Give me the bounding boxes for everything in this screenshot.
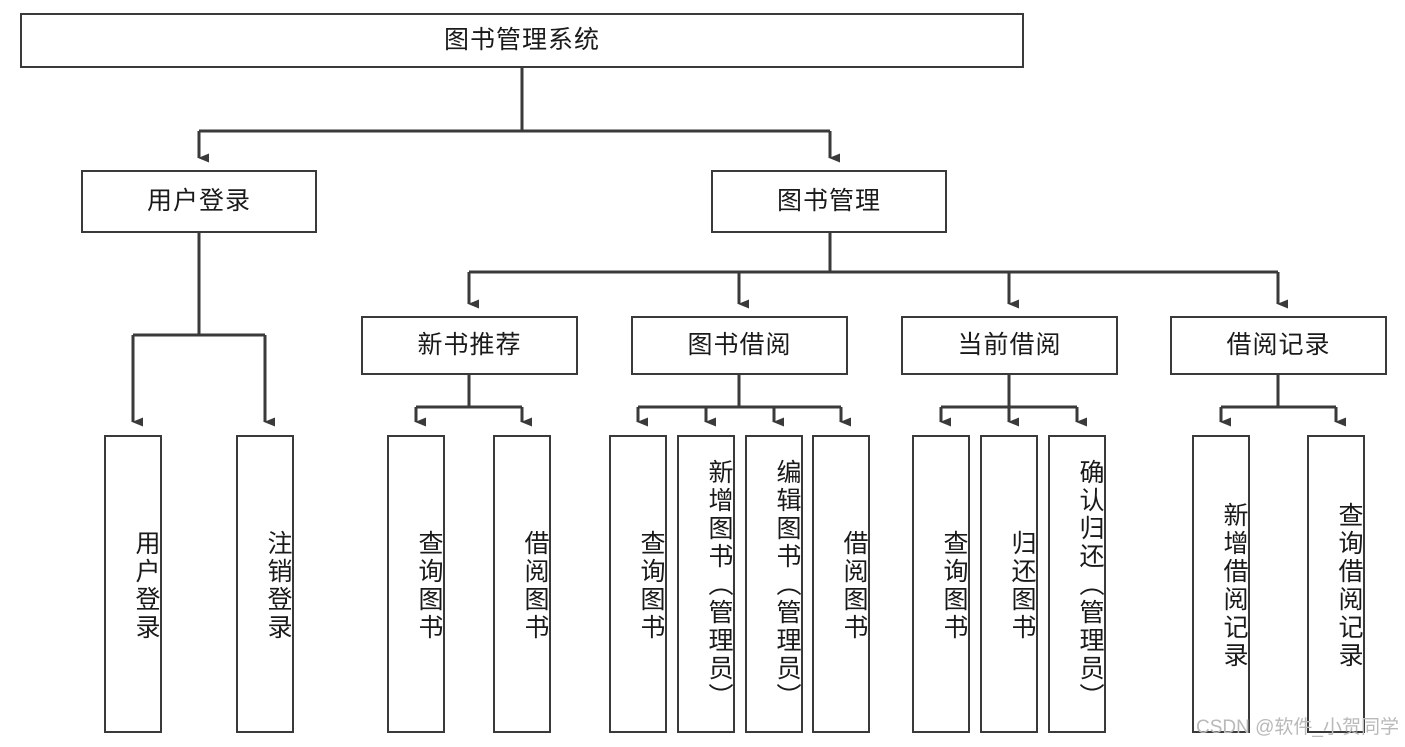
leaf-borrow-book[interactable]: 借阅图书	[812, 435, 870, 733]
csdn-watermark: CSDN @软件_小贺同学	[1196, 717, 1399, 738]
node-borrow-record[interactable]: 借阅记录	[1170, 316, 1387, 375]
node-root-system[interactable]: 图书管理系统	[20, 13, 1024, 68]
leaf-query-borrow-record[interactable]: 查询借阅记录	[1307, 435, 1365, 733]
leaf-user-login[interactable]: 用户登录	[104, 435, 162, 733]
node-new-book-recommend[interactable]: 新书推荐	[361, 316, 578, 375]
node-current-borrow[interactable]: 当前借阅	[901, 316, 1118, 375]
leaf-return-book[interactable]: 归还图书	[980, 435, 1038, 733]
leaf-query-book-current[interactable]: 查询图书	[912, 435, 970, 733]
leaf-edit-book-admin[interactable]: 编辑图书（管理员）	[745, 435, 803, 733]
leaf-add-borrow-record[interactable]: 新增借阅记录	[1192, 435, 1250, 733]
leaf-query-book-borrow[interactable]: 查询图书	[609, 435, 667, 733]
node-user-login[interactable]: 用户登录	[81, 170, 317, 233]
node-book-borrow[interactable]: 图书借阅	[631, 316, 848, 375]
node-book-management[interactable]: 图书管理	[711, 170, 947, 233]
leaf-logout[interactable]: 注销登录	[236, 435, 294, 733]
leaf-borrow-book-recommend[interactable]: 借阅图书	[493, 435, 551, 733]
leaf-confirm-return-admin[interactable]: 确认归还（管理员）	[1048, 435, 1106, 733]
leaf-query-book-recommend[interactable]: 查询图书	[387, 435, 445, 733]
leaf-add-book-admin[interactable]: 新增图书（管理员）	[677, 435, 735, 733]
